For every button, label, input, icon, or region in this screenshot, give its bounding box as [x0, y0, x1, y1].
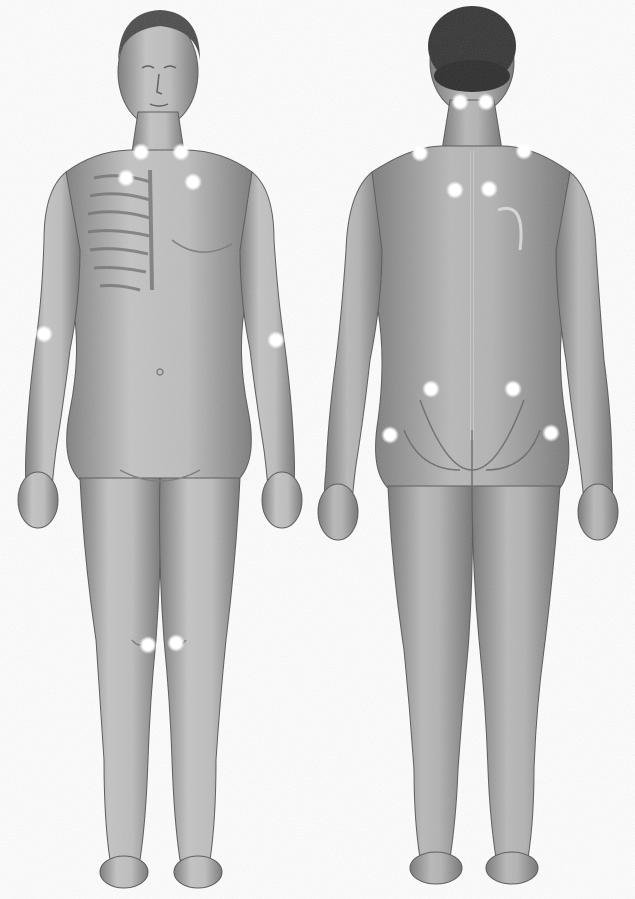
tender-point-front-lower-neck-right	[136, 147, 147, 158]
tender-point-front-lateral-epicondyle-right	[39, 329, 50, 340]
tender-point-back-supraspinatus-left	[450, 185, 461, 196]
tender-point-back-occiput-right	[481, 97, 492, 108]
tender-point-front-lower-neck-left	[176, 147, 187, 158]
tender-point-back-supraspinatus-right	[484, 184, 495, 195]
tender-point-front-medial-knee-right	[143, 640, 154, 651]
tender-point-back-gluteal-left	[426, 384, 437, 395]
tender-point-front-second-costochondral-left	[188, 177, 199, 188]
tender-point-back-gluteal-right	[508, 384, 519, 395]
tender-point-front-medial-knee-left	[171, 638, 182, 649]
tender-point-back-greater-trochanter-right	[546, 428, 557, 439]
tender-point-front-second-costochondral-right	[121, 173, 132, 184]
tender-point-back-occiput-left	[455, 97, 466, 108]
tender-point-back-greater-trochanter-left	[385, 430, 396, 441]
tender-point-back-trapezius-left	[415, 148, 426, 159]
tender-point-back-trapezius-right	[519, 146, 530, 157]
tender-point-front-lateral-epicondyle-left	[271, 335, 282, 346]
